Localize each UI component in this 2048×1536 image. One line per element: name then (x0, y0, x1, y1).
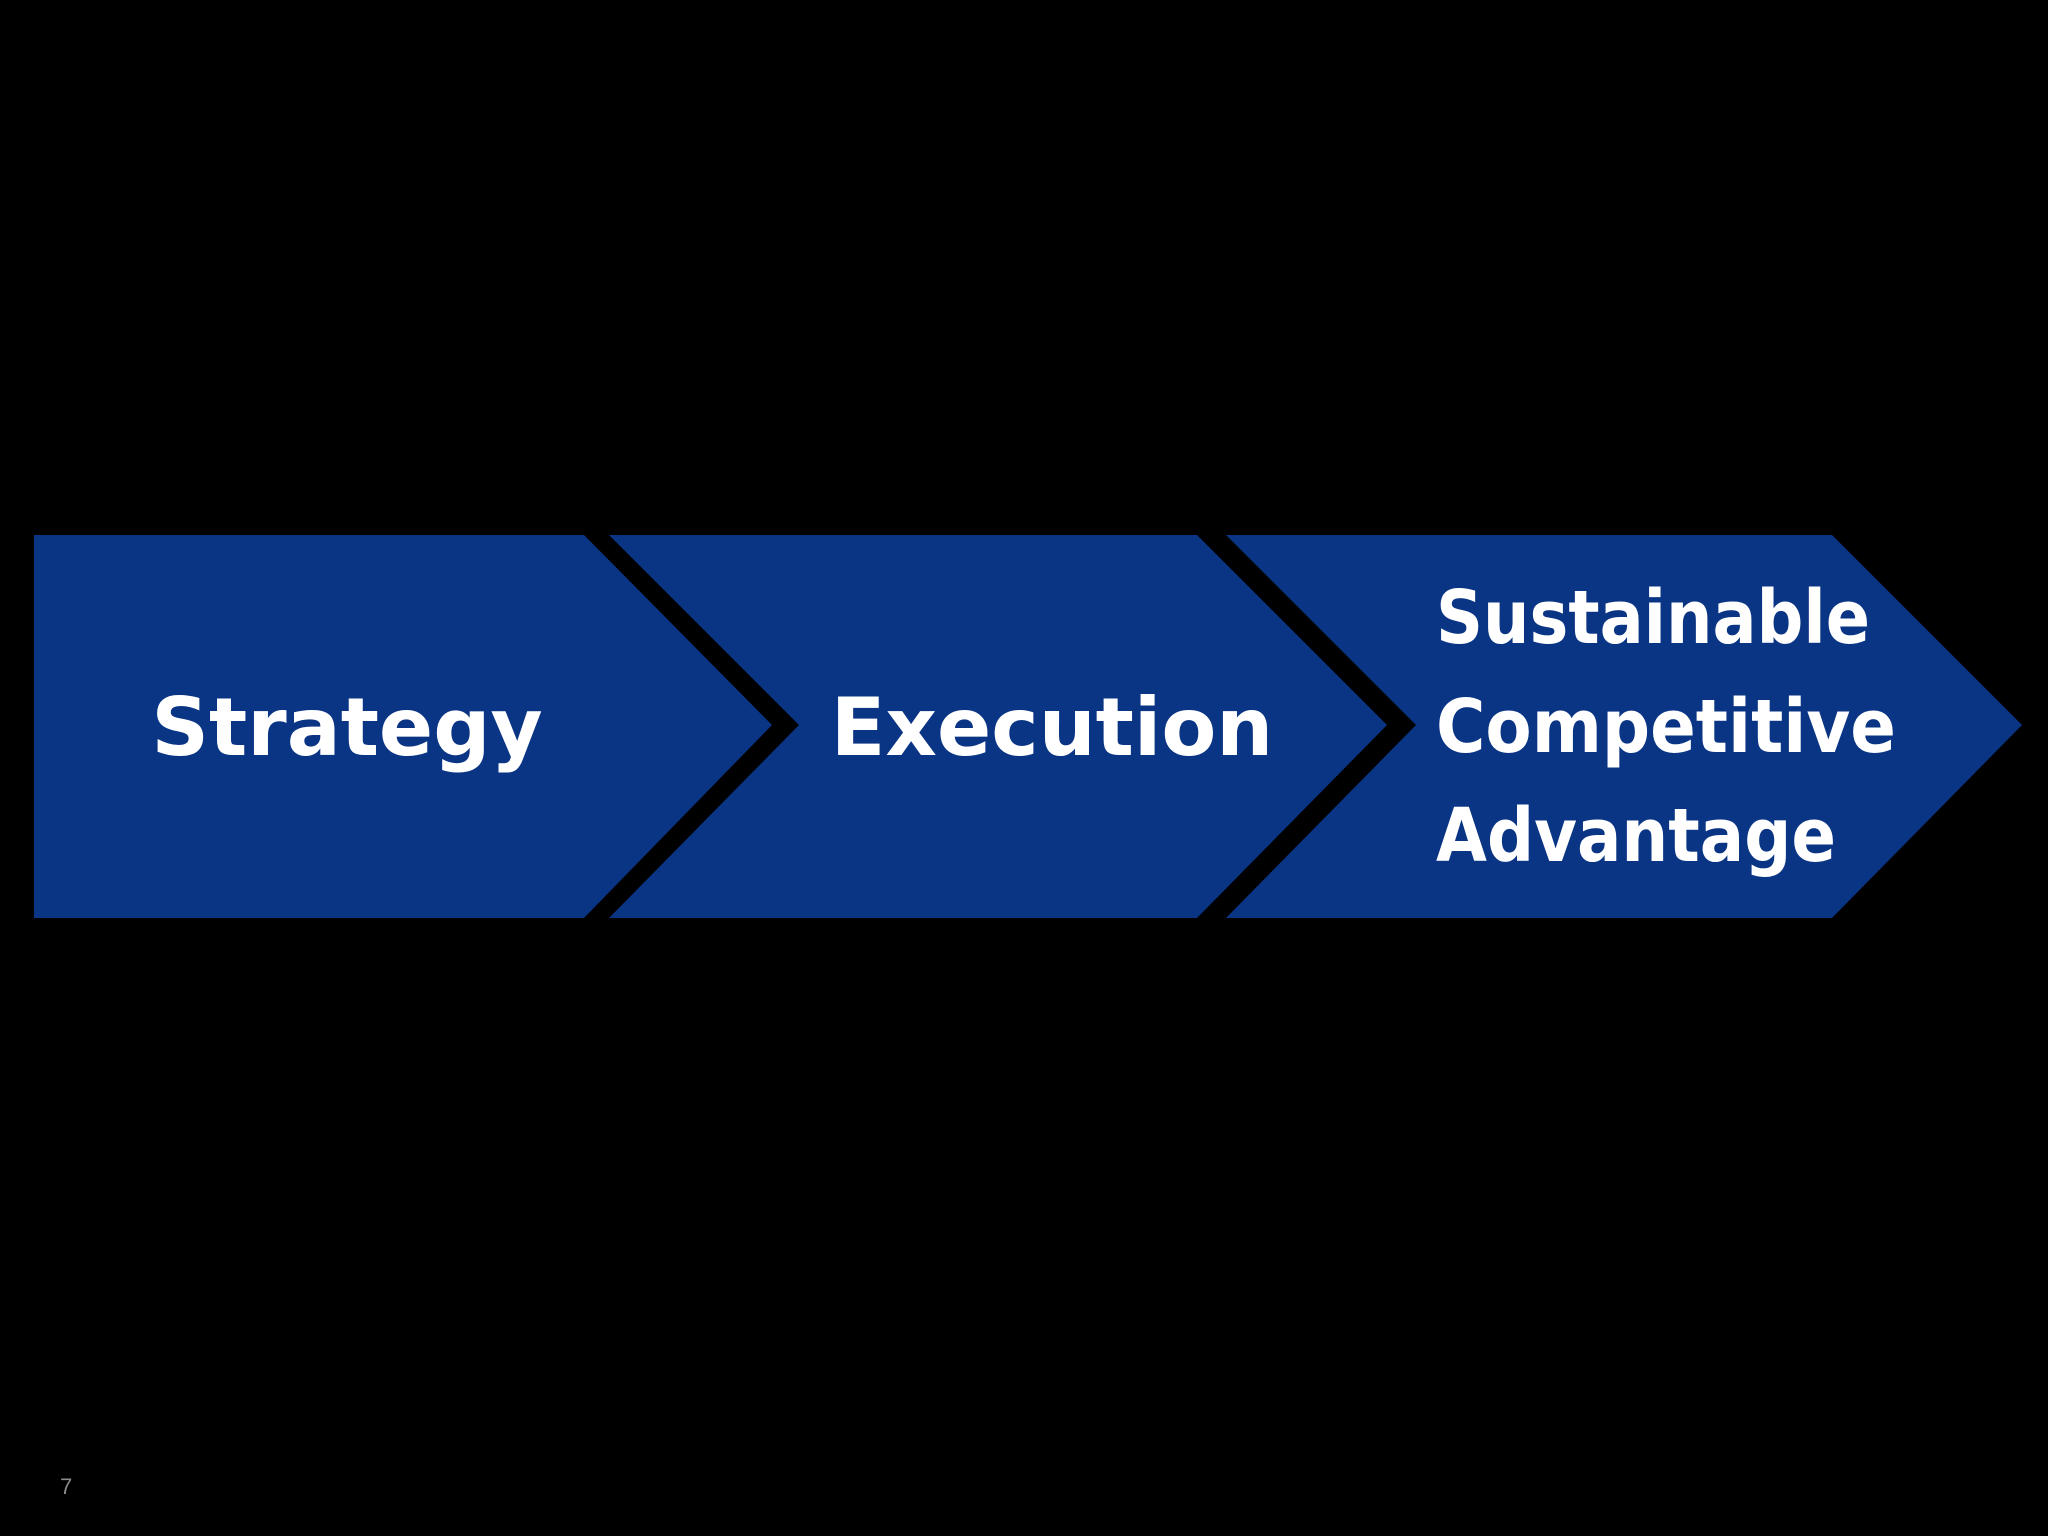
chevron-execution (609, 535, 1387, 918)
step-label-advantage: Advantage (1436, 793, 1836, 879)
step-label-strategy: Strategy (151, 681, 542, 774)
step-label-execution: Execution (831, 681, 1273, 774)
page-number: 7 (60, 1474, 73, 1499)
chevron-strategy (34, 535, 772, 918)
chevron-sustainable-competitive-advantage (1226, 535, 2022, 918)
step-label-competitive: Competitive (1436, 684, 1896, 770)
step-label-sustainable: Sustainable (1436, 575, 1870, 661)
